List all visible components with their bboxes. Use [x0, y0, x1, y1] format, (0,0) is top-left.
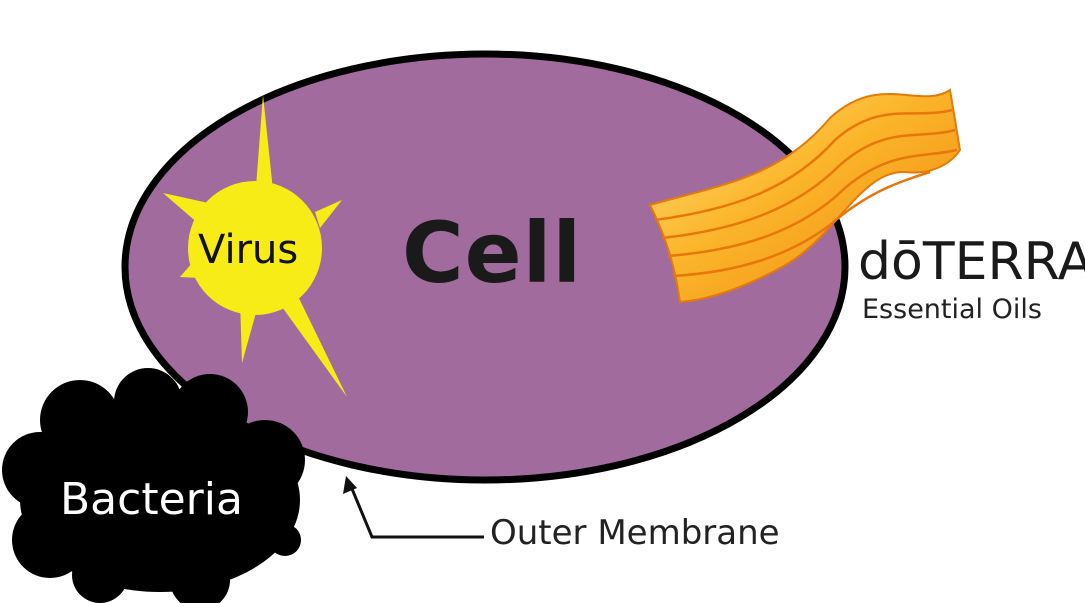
virus-label: Virus — [198, 230, 298, 270]
outer-membrane-label: Outer Membrane — [490, 516, 780, 550]
membrane-pointer-line — [350, 484, 484, 537]
brand-name: dōTERRA® — [858, 236, 1085, 288]
membrane-pointer-arrowhead — [343, 476, 357, 494]
brand-tagline: Essential Oils — [862, 296, 1042, 323]
bacteria-label: Bacteria — [60, 478, 243, 522]
brand-name-text: dōTERRA — [858, 232, 1085, 292]
cell-label: Cell — [402, 211, 582, 295]
